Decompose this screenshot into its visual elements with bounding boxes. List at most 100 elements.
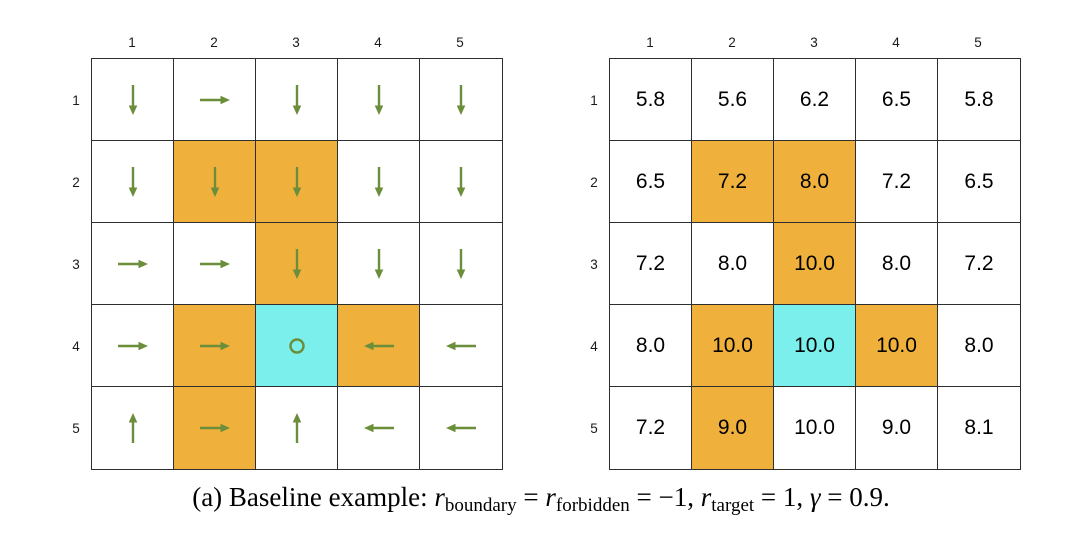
- policy-cell-r4c5: [420, 305, 502, 387]
- caption-segment-6: forbidden: [555, 495, 630, 516]
- state-value: 8.0: [799, 169, 830, 193]
- state-value: 8.0: [881, 251, 912, 275]
- state-value: 10.0: [794, 251, 835, 275]
- state-value: 6.2: [799, 87, 830, 111]
- policy-row-3: [92, 223, 502, 305]
- value-row-label-1: 1: [590, 92, 598, 108]
- value-cell-r1c3: 6.2: [774, 59, 856, 141]
- policy-cell-r2c1: [92, 141, 174, 223]
- policy-row-label-3: 3: [72, 256, 80, 272]
- value-cell-r5c1: 7.2: [610, 387, 692, 469]
- policy-row-4: [92, 305, 502, 387]
- policy-cell-r5c5: [420, 387, 502, 469]
- value-cell-r3c2: 8.0: [692, 223, 774, 305]
- value-row-label-4: 4: [590, 338, 598, 354]
- value-cell-r4c3: 10.0: [774, 305, 856, 387]
- caption-segment-9: target: [711, 495, 755, 516]
- value-cell-r1c5: 5.8: [938, 59, 1020, 141]
- state-value: 6.5: [881, 87, 912, 111]
- figure-caption: (a) Baseline example: rboundary = rforbi…: [192, 482, 890, 517]
- policy-row-1: [92, 59, 502, 141]
- policy-cell-r2c3: [256, 141, 338, 223]
- policy-cell-r5c3: [256, 387, 338, 469]
- caption-segment-4: =: [516, 482, 546, 512]
- down-arrow-icon: [292, 248, 301, 279]
- value-cell-r4c2: 10.0: [692, 305, 774, 387]
- policy-row-label-2: 2: [72, 174, 80, 190]
- right-arrow-icon: [117, 259, 148, 268]
- state-value: 8.0: [635, 333, 666, 357]
- policy-grid: [91, 58, 503, 470]
- state-value: 5.8: [964, 87, 994, 111]
- down-arrow-icon: [374, 166, 383, 197]
- state-value: 8.0: [717, 251, 748, 275]
- value-cell-r3c5: 7.2: [938, 223, 1020, 305]
- policy-row-label-4: 4: [72, 338, 80, 354]
- state-value: 9.0: [881, 416, 912, 439]
- policy-col-label-5: 5: [456, 34, 464, 50]
- value-cell-r2c4: 7.2: [856, 141, 938, 223]
- state-value: 5.8: [635, 87, 666, 111]
- policy-cell-r5c4: [338, 387, 420, 469]
- policy-cell-r1c3: [256, 59, 338, 141]
- policy-cell-r3c1: [92, 223, 174, 305]
- state-value: 7.2: [964, 251, 994, 275]
- right-arrow-icon: [117, 341, 148, 350]
- value-cell-r1c1: 5.8: [610, 59, 692, 141]
- policy-cell-r3c4: [338, 223, 420, 305]
- value-row-4: 8.0 10.0 10.0 10.0 8.0: [610, 305, 1020, 387]
- up-arrow-icon: [128, 413, 137, 443]
- policy-cell-r2c4: [338, 141, 420, 223]
- caption-segment-8: r: [700, 482, 712, 512]
- caption-segment-7: = −1,: [629, 482, 701, 512]
- policy-col-label-2: 2: [210, 34, 218, 50]
- state-value: 10.0: [794, 333, 835, 357]
- value-cell-r2c1: 6.5: [610, 141, 692, 223]
- down-arrow-icon: [128, 166, 137, 197]
- value-cell-r2c5: 6.5: [938, 141, 1020, 223]
- right-arrow-icon: [199, 259, 230, 268]
- down-arrow-icon: [128, 84, 137, 115]
- policy-col-label-1: 1: [128, 34, 136, 50]
- down-arrow-icon: [456, 166, 466, 197]
- value-cell-r3c4: 8.0: [856, 223, 938, 305]
- left-arrow-icon: [446, 341, 476, 350]
- caption-segment-12: = 0.9.: [820, 482, 890, 512]
- left-arrow-icon: [446, 423, 476, 433]
- state-value: 8.1: [964, 416, 994, 439]
- state-value: 7.2: [635, 416, 666, 439]
- policy-cell-r2c2: [174, 141, 256, 223]
- value-cell-r2c3: 8.0: [774, 141, 856, 223]
- state-value: 8.0: [964, 333, 994, 357]
- value-cell-r5c5: 8.1: [938, 387, 1020, 469]
- value-cell-r5c4: 9.0: [856, 387, 938, 469]
- policy-col-label-3: 3: [292, 34, 300, 50]
- value-cell-r5c2: 9.0: [692, 387, 774, 469]
- policy-cell-r4c2: [174, 305, 256, 387]
- policy-cell-r3c5: [420, 223, 502, 305]
- value-cell-r5c3: 10.0: [774, 387, 856, 469]
- value-col-label-4: 4: [892, 34, 900, 50]
- right-arrow-icon: [199, 341, 230, 350]
- down-arrow-icon: [456, 248, 466, 279]
- left-arrow-icon: [363, 341, 394, 350]
- caption-segment-10: = 1,: [754, 482, 810, 512]
- value-cell-r2c2: 7.2: [692, 141, 774, 223]
- right-arrow-icon: [199, 95, 230, 104]
- state-value: 7.2: [635, 251, 666, 275]
- policy-cell-r1c4: [338, 59, 420, 141]
- value-cell-r4c4: 10.0: [856, 305, 938, 387]
- value-row-label-2: 2: [590, 174, 598, 190]
- caption-segment-5: r: [545, 482, 556, 512]
- value-cell-r1c4: 6.5: [856, 59, 938, 141]
- state-value: 10.0: [876, 333, 917, 357]
- policy-cell-r5c1: [92, 387, 174, 469]
